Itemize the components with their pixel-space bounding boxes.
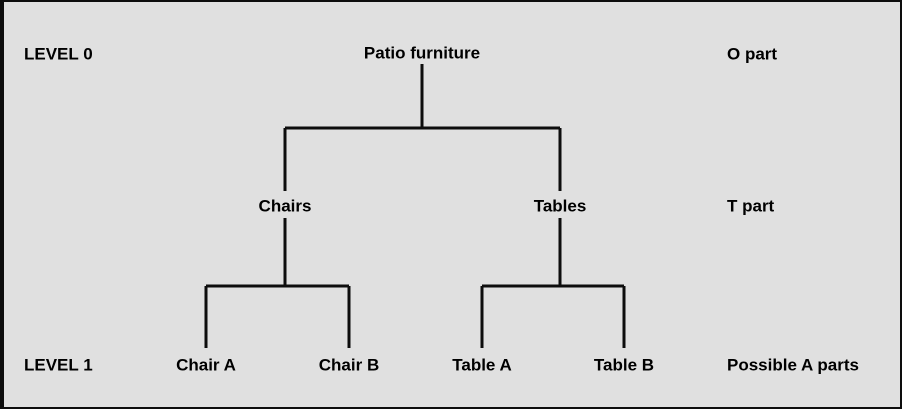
level-label-level-1: LEVEL 1 [24, 355, 93, 375]
tree-node-chair-b[interactable]: Chair B [313, 355, 385, 375]
tree-node-chairs[interactable]: Chairs [253, 196, 317, 216]
tree-node-chair-a[interactable]: Chair A [171, 355, 241, 375]
part-type-label-t-part: T part [727, 196, 775, 216]
tree-node-tables[interactable]: Tables [528, 196, 592, 216]
part-type-label-o-part: O part [727, 44, 778, 64]
level-label-level-0: LEVEL 0 [24, 44, 93, 64]
tree-connectors [204, 64, 626, 348]
part-type-label-possible-a-parts: Possible A parts [727, 355, 859, 375]
tree-node-table-a[interactable]: Table A [447, 355, 517, 375]
tree-node-table-b[interactable]: Table B [588, 355, 660, 375]
tree-node-root[interactable]: Patio furniture [358, 43, 486, 63]
